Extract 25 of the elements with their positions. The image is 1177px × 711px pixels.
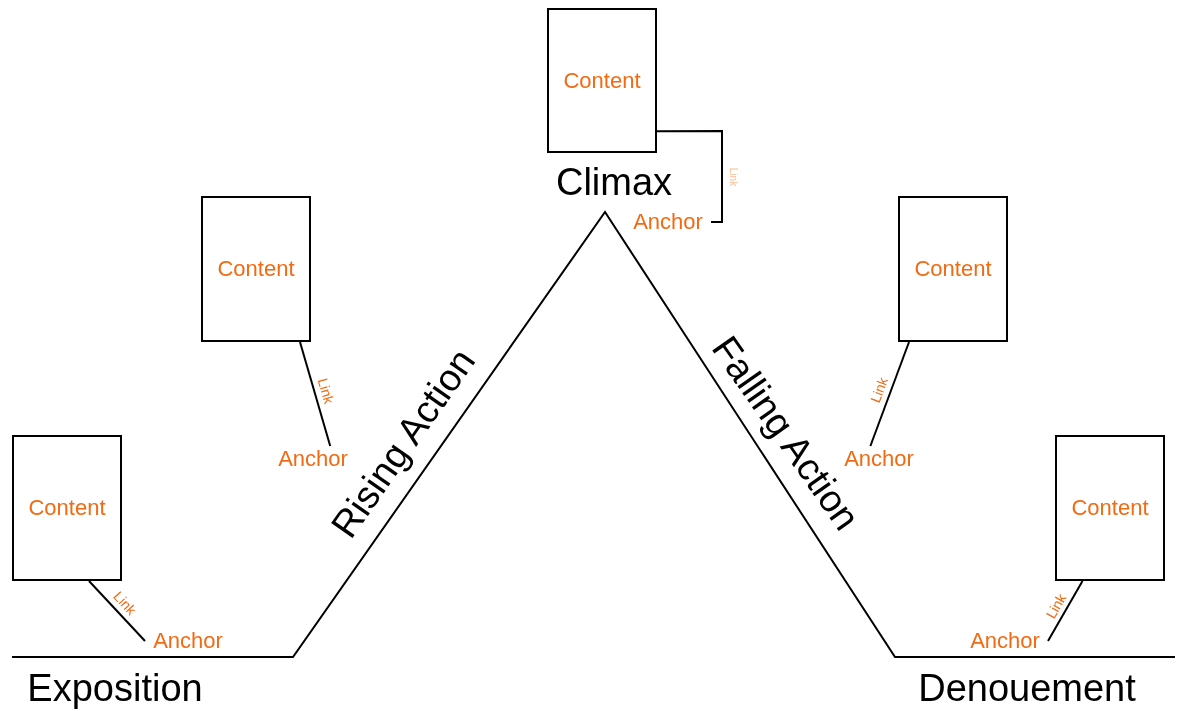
content-box [1055, 435, 1165, 581]
stage-label: Climax [555, 163, 673, 201]
edge-label: Link [728, 167, 738, 186]
content-text: Content [563, 69, 641, 92]
stage-label: Exposition [27, 669, 203, 707]
link-line [656, 130, 723, 223]
content-text: Content [28, 497, 106, 519]
anchor-text: Anchor [153, 630, 223, 652]
content-box [201, 196, 311, 342]
content-text: Content [914, 258, 992, 280]
content-text: Content [1071, 497, 1149, 519]
link-line [88, 580, 146, 642]
content-box [898, 196, 1008, 342]
link-line [299, 341, 332, 447]
link-line [869, 341, 910, 447]
content-text: Content [217, 258, 295, 280]
link-line [1047, 580, 1084, 642]
content-box [12, 435, 122, 581]
stage-label: Denouement [918, 669, 1136, 707]
edge-label: Link [315, 376, 336, 406]
content-box [547, 8, 657, 153]
edge-label: Link [868, 375, 891, 405]
edge-label: Link [1043, 590, 1069, 621]
anchor-text: Anchor [970, 630, 1040, 652]
anchor-text: Anchor [633, 211, 703, 233]
